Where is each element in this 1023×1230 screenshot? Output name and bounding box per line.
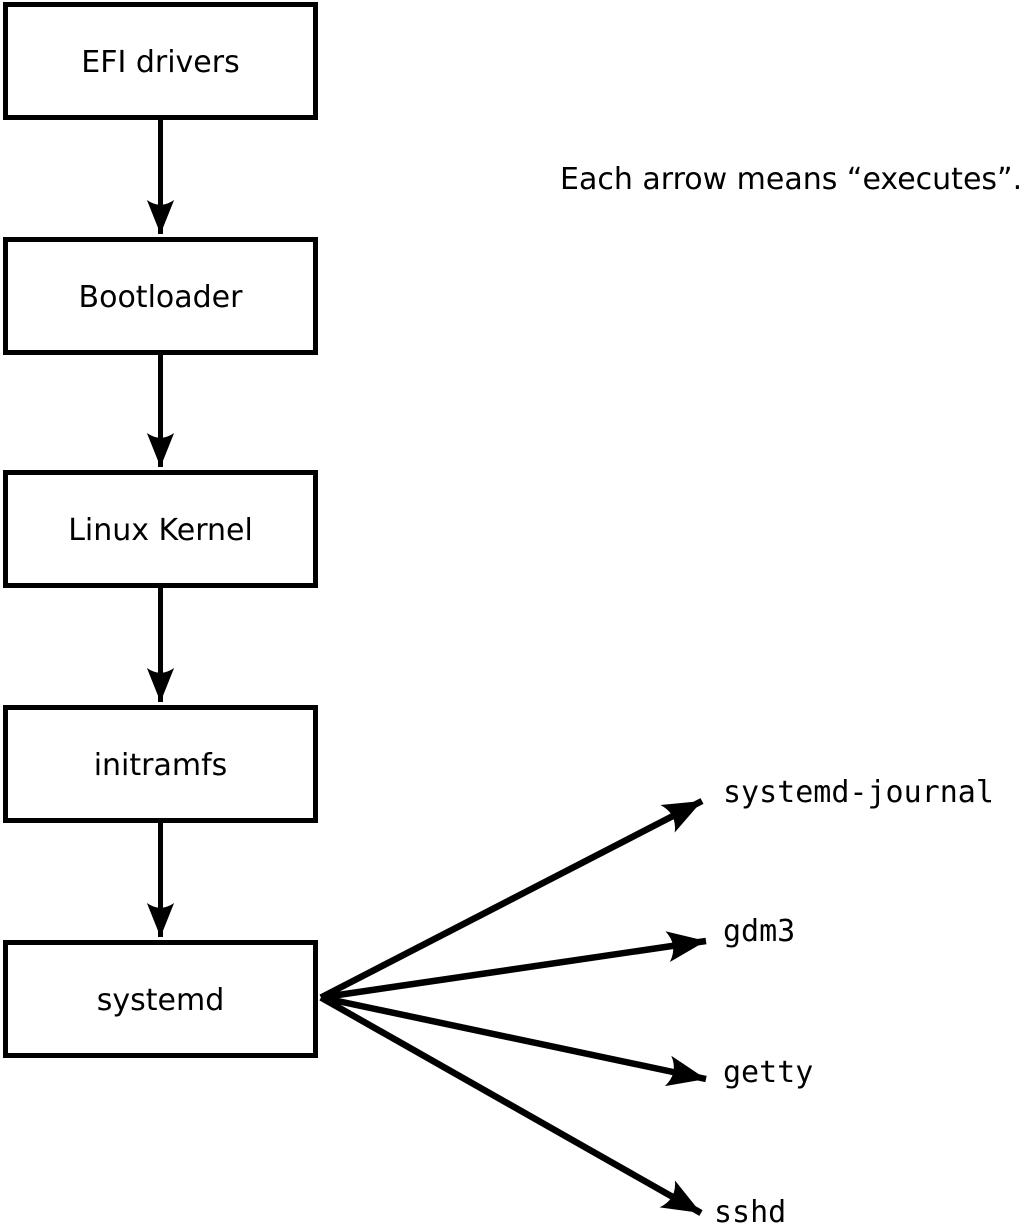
box-label-initramfs: initramfs [94,748,228,783]
box-rect-linux-kernel [3,470,318,588]
process-label-systemd-journal: systemd-journal [723,775,994,810]
arrow-systemd-to-getty [320,994,707,1087]
box-label-efi-drivers: EFI drivers [81,45,239,80]
flowchart-box-efi-drivers: EFI drivers [3,2,318,120]
box-rect-efi-drivers [3,2,318,120]
box-label-systemd: systemd [97,983,225,1018]
process-label-gdm3: gdm3 [723,914,795,949]
arrow-systemd-to-sshd [319,994,703,1216]
flowchart-box-linux-kernel: Linux Kernel [3,470,318,588]
process-label-sshd: sshd [714,1195,786,1230]
flowchart-box-systemd: systemd [3,940,318,1058]
box-rect-systemd [3,940,318,1058]
box-rect-bootloader [3,237,318,355]
arrow-systemd-to-systemd-journal [319,798,704,1001]
arrow-meaning-note: Each arrow means “executes”. [560,162,1022,197]
flowchart-box-bootloader: Bootloader [3,237,318,355]
arrow-systemd-to-gdm3 [320,931,707,1001]
box-label-linux-kernel: Linux Kernel [68,513,253,548]
box-label-bootloader: Bootloader [79,280,244,315]
box-rect-initramfs [3,705,318,823]
process-label-getty: getty [723,1055,813,1090]
flowchart-box-initramfs: initramfs [3,705,318,823]
